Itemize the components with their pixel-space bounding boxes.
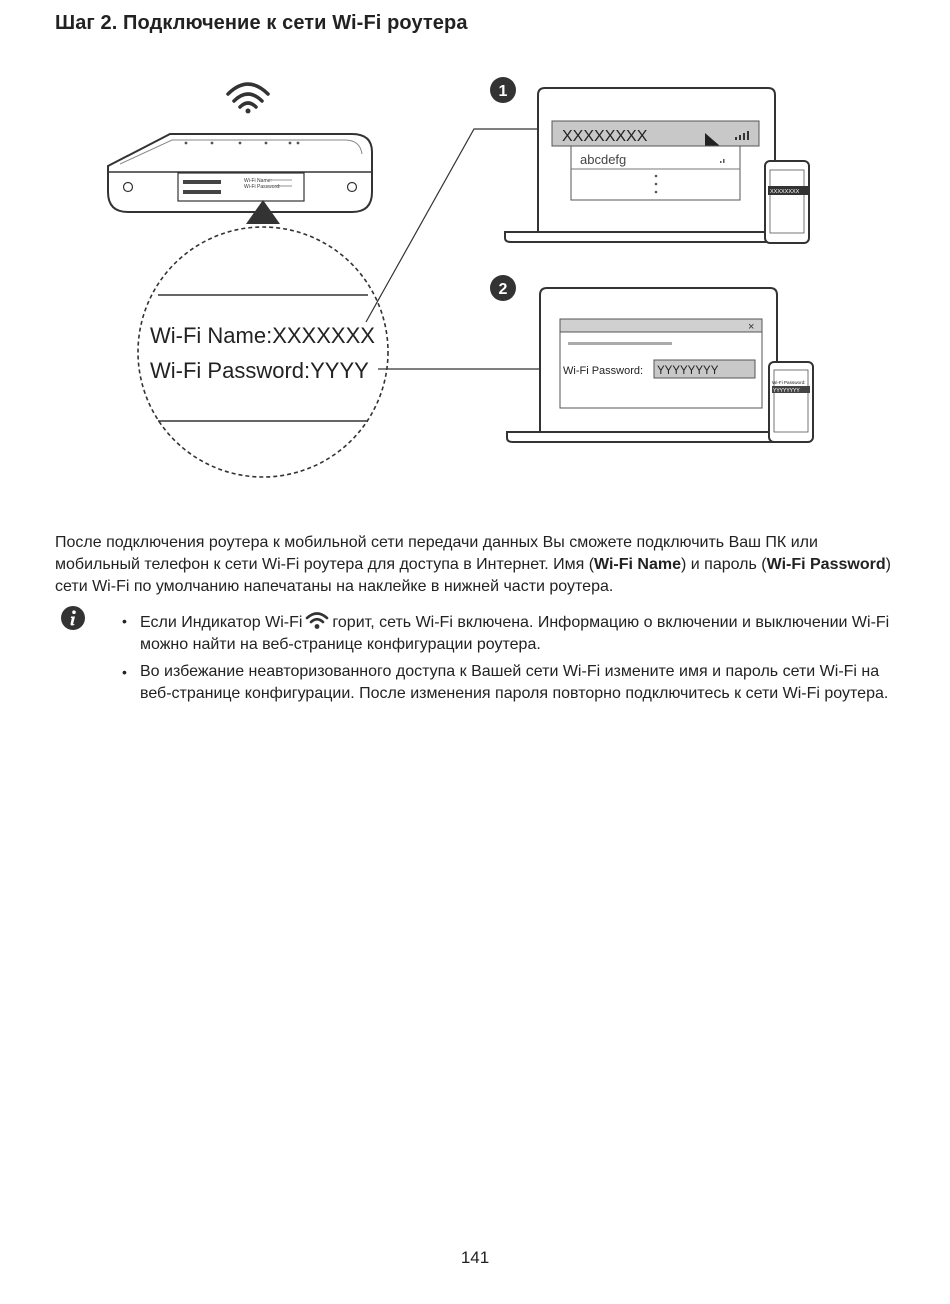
page-number: 141 (460, 1248, 490, 1267)
wifi-indicator-icon (306, 612, 329, 629)
sticker-name-label: Wi-Fi Name: (244, 178, 272, 184)
svg-text:Wi-Fi Password:: Wi-Fi Password: (772, 380, 805, 385)
sticker-wifi-name: Wi-Fi Name:XXXXXXX (150, 323, 375, 348)
phone-1-illustration: XXXXXXXX (764, 160, 810, 244)
laptop-1-illustration: XXXXXXXX abcdefg (504, 87, 807, 243)
svg-text:2: 2 (499, 281, 508, 298)
leader-line-name (365, 128, 552, 323)
page-title: Шаг 2. Подключение к сети Wi-Fi роутера (55, 12, 468, 34)
dialog-close-icon: × (748, 321, 754, 333)
sticker-password-label: Wi-Fi Password: (244, 184, 280, 190)
step-1-badge: 1 (490, 77, 516, 103)
laptop-2-illustration: × Wi-Fi Password: YYYYYYYY (506, 287, 809, 443)
intro-paragraph: После подключения роутера к мобильной се… (55, 534, 891, 595)
network-selected: XXXXXXXX (562, 128, 648, 145)
info-icon (61, 606, 85, 630)
phone-2-illustration: Wi-Fi Password: YYYYYYYY (768, 361, 814, 443)
password-label: Wi-Fi Password: (563, 365, 643, 377)
pointer-triangle (246, 200, 280, 224)
router-illustration: Wi-Fi Name: Wi-Fi Password: (107, 133, 373, 213)
sticker-wifi-password: Wi-Fi Password:YYYY (150, 358, 369, 383)
step-2-badge: 2 (490, 275, 516, 301)
password-value: YYYYYYYY (657, 365, 719, 377)
connection-diagram: Wi-Fi Name: Wi-Fi Password: Wi-Fi Name:X… (107, 77, 814, 478)
network-other: abcdefg (580, 152, 626, 167)
svg-text:1: 1 (499, 83, 508, 100)
list-item: Во избежание неавторизованного доступа к… (120, 661, 890, 705)
wifi-icon (226, 82, 270, 114)
mouse-cursor-icon (705, 133, 720, 157)
svg-text:YYYYYYYY: YYYYYYYY (773, 388, 800, 394)
svg-text:XXXXXXXX: XXXXXXXX (770, 189, 800, 195)
sticker-magnifier: Wi-Fi Name:XXXXXXX Wi-Fi Password:YYYY (137, 226, 389, 478)
